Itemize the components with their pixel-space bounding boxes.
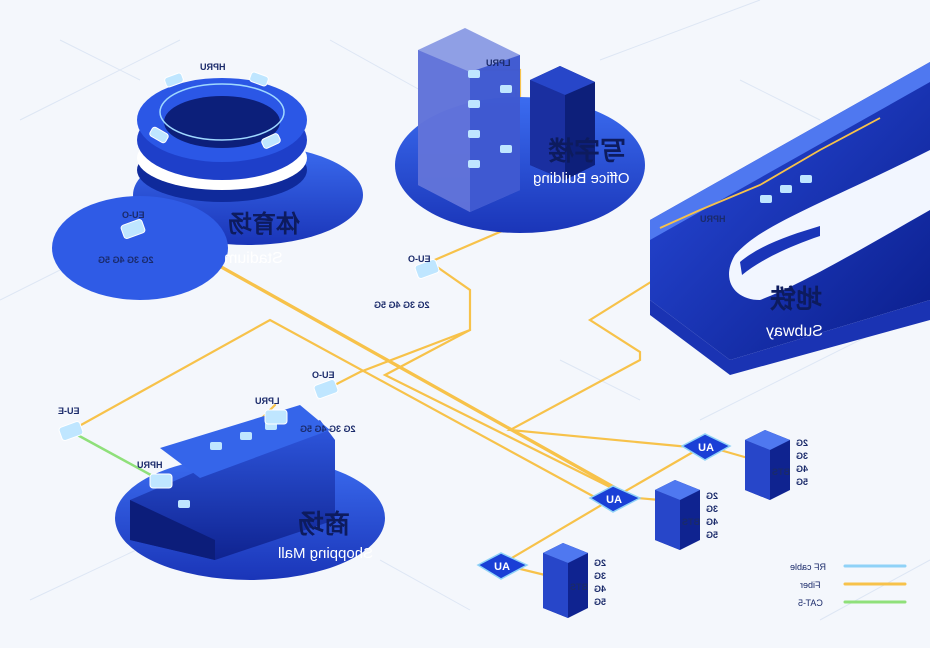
mall-bands: 2G 3G 4G 5G [300,424,356,434]
au-bts-group: AU AU AU BTS 2G 3G 4G 5G [476,430,808,618]
svg-text:3G: 3G [594,571,606,581]
svg-text:4G: 4G [796,464,808,474]
svg-text:Fiber: Fiber [800,580,821,590]
mall-eu-e-box [58,421,84,441]
svg-text:4G: 4G [706,517,718,527]
svg-text:AU: AU [698,442,714,454]
svg-text:AU: AU [606,494,622,506]
antenna-node [261,133,281,149]
antenna-node [468,130,480,138]
svg-text:BTS: BTS [682,517,700,527]
antenna-node [468,100,480,108]
mall-eu-o-label: EU-O [312,370,335,380]
svg-text:4G: 4G [594,584,606,594]
subway-site: HPRU 地铁 Subway [650,62,930,375]
subway-cn-label: 地铁 [770,284,822,315]
svg-text:AU: AU [494,561,510,573]
stadium-en-label: Stadium [224,250,283,267]
subway-en-label: Subway [766,323,823,340]
mall-cn-label: 商场 [298,509,350,540]
bts-cabinet: BTS [655,480,700,550]
svg-text:2G: 2G [796,438,808,448]
stadium-eu-box [120,219,146,239]
svg-text:RF cable: RF cable [790,562,826,572]
antenna-node [468,160,480,168]
antenna-node [500,145,512,153]
background-grid [0,0,930,621]
mall-en-label: Shopping Mall [278,545,373,562]
mall-lpru-box [264,409,288,425]
svg-text:5G: 5G [796,477,808,487]
office-unit-label: LPRU [486,58,511,68]
cat5-link [71,430,161,482]
legend: RF cable Fiber CAT-5 [790,562,907,608]
office-cn-label: 写字楼 [548,136,626,167]
stadium-unit-label: HPRU [200,62,226,72]
mall-site: LPRU HPRU 商场 Shopping Mall EU-O 2G 3G 4G… [58,370,385,580]
antenna-node [210,442,222,450]
au-unit: AU [680,433,732,461]
mall-unit-side-label: HPRU [137,460,163,470]
antenna-node [149,126,169,144]
legend-item-cat5: CAT-5 [798,598,907,608]
au-unit: AU [476,552,529,580]
office-site: LPRU 写字楼 Office Building EU-O 2G 3G 4G 5… [374,28,645,310]
svg-text:2G: 2G [594,558,606,568]
office-eu-box [414,259,440,279]
svg-text:5G: 5G [706,530,718,540]
mall-eu-o-box [313,379,339,399]
antenna-node [178,500,190,508]
bts-bands: 2G 3G 4G 5G [796,438,808,487]
stadium-eu-label: EU-O [122,210,145,220]
mall-eu-e-label: EU-E [58,406,80,416]
antenna-node [780,185,792,193]
bts-cabinet: BTS [745,430,790,500]
bts-cabinet: BTS [543,543,588,618]
bts-bands: 2G 3G 4G 5G [594,558,606,607]
antenna-node [240,432,252,440]
office-eu-label: EU-O [408,254,431,264]
stadium-site: HPRU EU-O 2G 3G 4G 5G 体育场 Stadium [52,62,363,300]
bts-bands: 2G 3G 4G 5G [706,491,718,540]
antenna-node [468,70,480,78]
antenna-node [500,85,512,93]
au-unit: AU [588,485,642,513]
svg-text:CAT-5: CAT-5 [798,598,823,608]
antenna-node [249,71,269,87]
antenna-node [164,72,184,88]
stadium-bands: 2G 3G 4G 5G [98,255,154,265]
svg-text:3G: 3G [796,451,808,461]
office-bands: 2G 3G 4G 5G [374,300,430,310]
office-en-label: Office Building [533,170,629,187]
svg-text:BTS: BTS [772,467,790,477]
stadium-cn-label: 体育场 [228,210,300,238]
subway-unit-label: HPRU [700,214,726,224]
svg-text:2G: 2G [706,491,718,501]
legend-item-fiber: Fiber [800,580,907,590]
mall-hpru-box [149,473,173,489]
svg-text:5G: 5G [594,597,606,607]
antenna-node [760,195,772,203]
mall-unit-top-label: LPRU [255,396,280,406]
svg-text:BTS: BTS [570,582,588,592]
svg-text:3G: 3G [706,504,718,514]
legend-item-rf: RF cable [790,562,907,572]
antenna-node [800,175,812,183]
